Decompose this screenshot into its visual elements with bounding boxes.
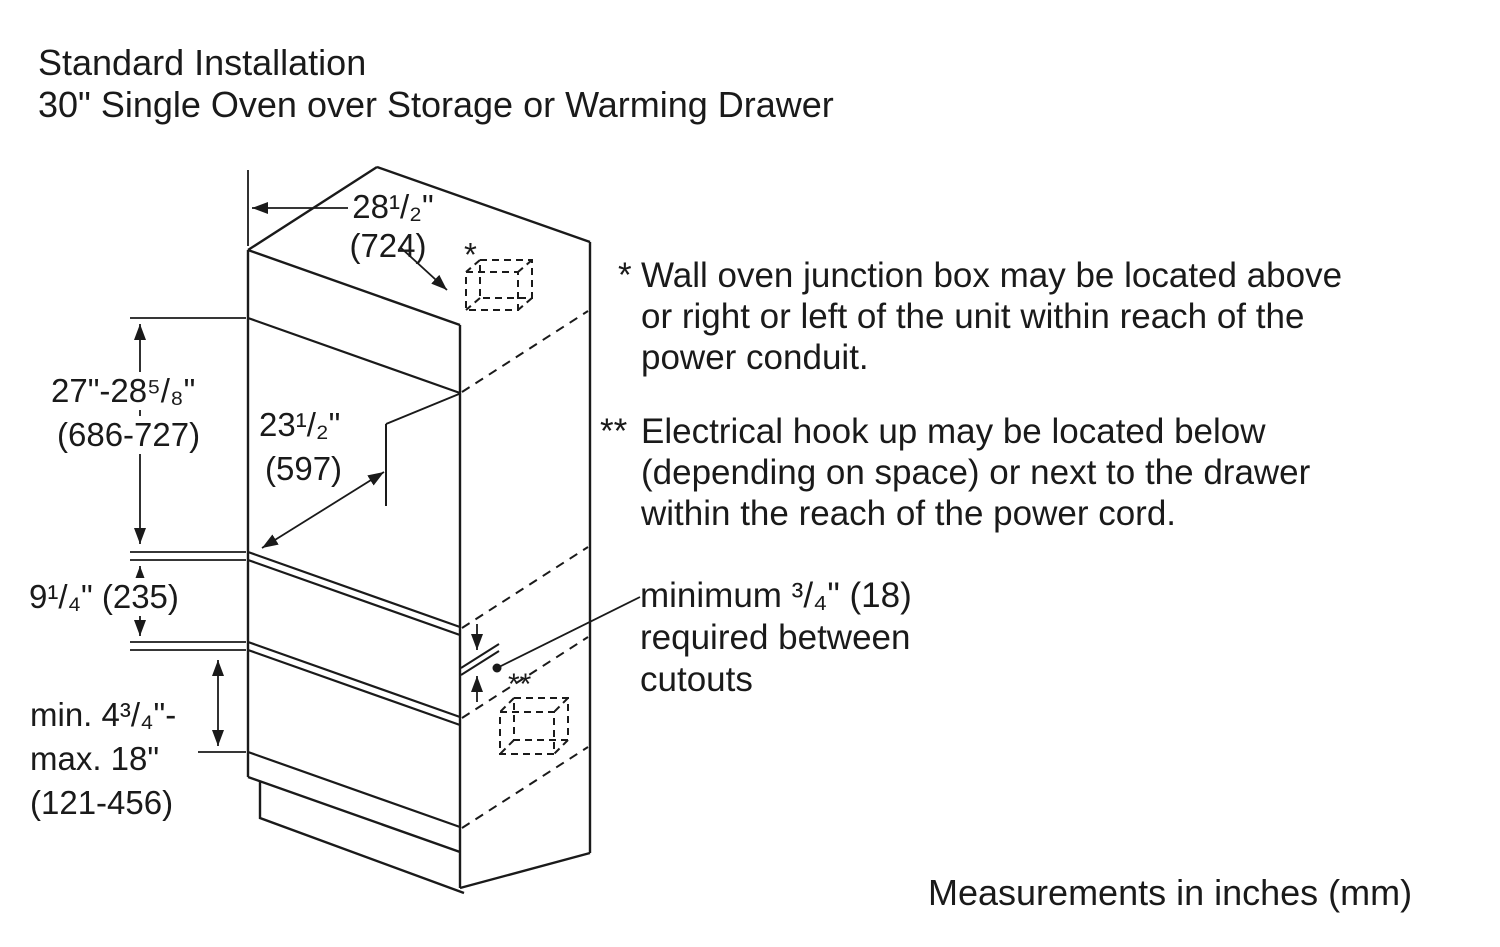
dim-drawer-line3: (121-456) xyxy=(30,784,174,821)
measurements-footnote: Measurements in inches (mm) xyxy=(928,872,1413,913)
page-title-line2: 30" Single Oven over Storage or Warming … xyxy=(38,84,834,125)
note-electrical-marker: ** xyxy=(600,412,628,451)
drawer-dimension xyxy=(198,660,246,753)
depth-dashed-lines xyxy=(461,310,589,829)
note-min-gap-line1: minimum ³/₄" (18) xyxy=(640,576,912,615)
oven-cutout-dimension-arrow xyxy=(261,471,385,549)
cutout-edge-lines xyxy=(247,316,461,829)
note-junction-marker: * xyxy=(618,256,632,295)
dim-between-cutouts: 9¹/₄" (235) xyxy=(26,578,182,616)
electrical-marker: ** xyxy=(508,668,532,701)
note-electrical-line2: (depending on space) or next to the draw… xyxy=(641,453,1311,492)
electrical-box-dashed xyxy=(499,697,569,755)
note-junction-line3: power conduit. xyxy=(641,338,869,377)
width-dimension xyxy=(247,170,448,291)
dim-oven-cutout-mm: (597) xyxy=(262,450,346,488)
note-electrical-line1: Electrical hook up may be located below xyxy=(641,412,1266,451)
junction-box-dashed xyxy=(465,259,533,311)
dim-width-inches: 28¹/₂" xyxy=(352,188,434,225)
note-junction-line1: Wall oven junction box may be located ab… xyxy=(641,256,1343,295)
page-title-line1: Standard Installation xyxy=(38,42,367,83)
junction-box-marker: * xyxy=(464,236,477,273)
dim-height-range-mm: (686-727) xyxy=(54,416,204,454)
dim-width-mm: (724) xyxy=(349,227,427,264)
note-electrical-line3: within the reach of the power cord. xyxy=(641,494,1177,533)
note-min-gap-line2: required between xyxy=(640,618,911,657)
note-junction-line2: or right or left of the unit within reac… xyxy=(641,297,1305,336)
dim-drawer-line2: max. 18" xyxy=(30,740,160,777)
min-gap-indicator xyxy=(460,596,641,702)
cabinet-outline xyxy=(246,165,592,895)
dim-oven-cutout-inches: 23¹/₂" xyxy=(256,406,344,444)
oven-cutout-interior-lines xyxy=(385,393,460,506)
dim-drawer-line1: min. 4³/₄"- xyxy=(30,696,177,733)
dim-height-range-inches: 27"-28⁵/₈" xyxy=(48,372,199,410)
note-min-gap-line3: cutouts xyxy=(640,660,753,699)
